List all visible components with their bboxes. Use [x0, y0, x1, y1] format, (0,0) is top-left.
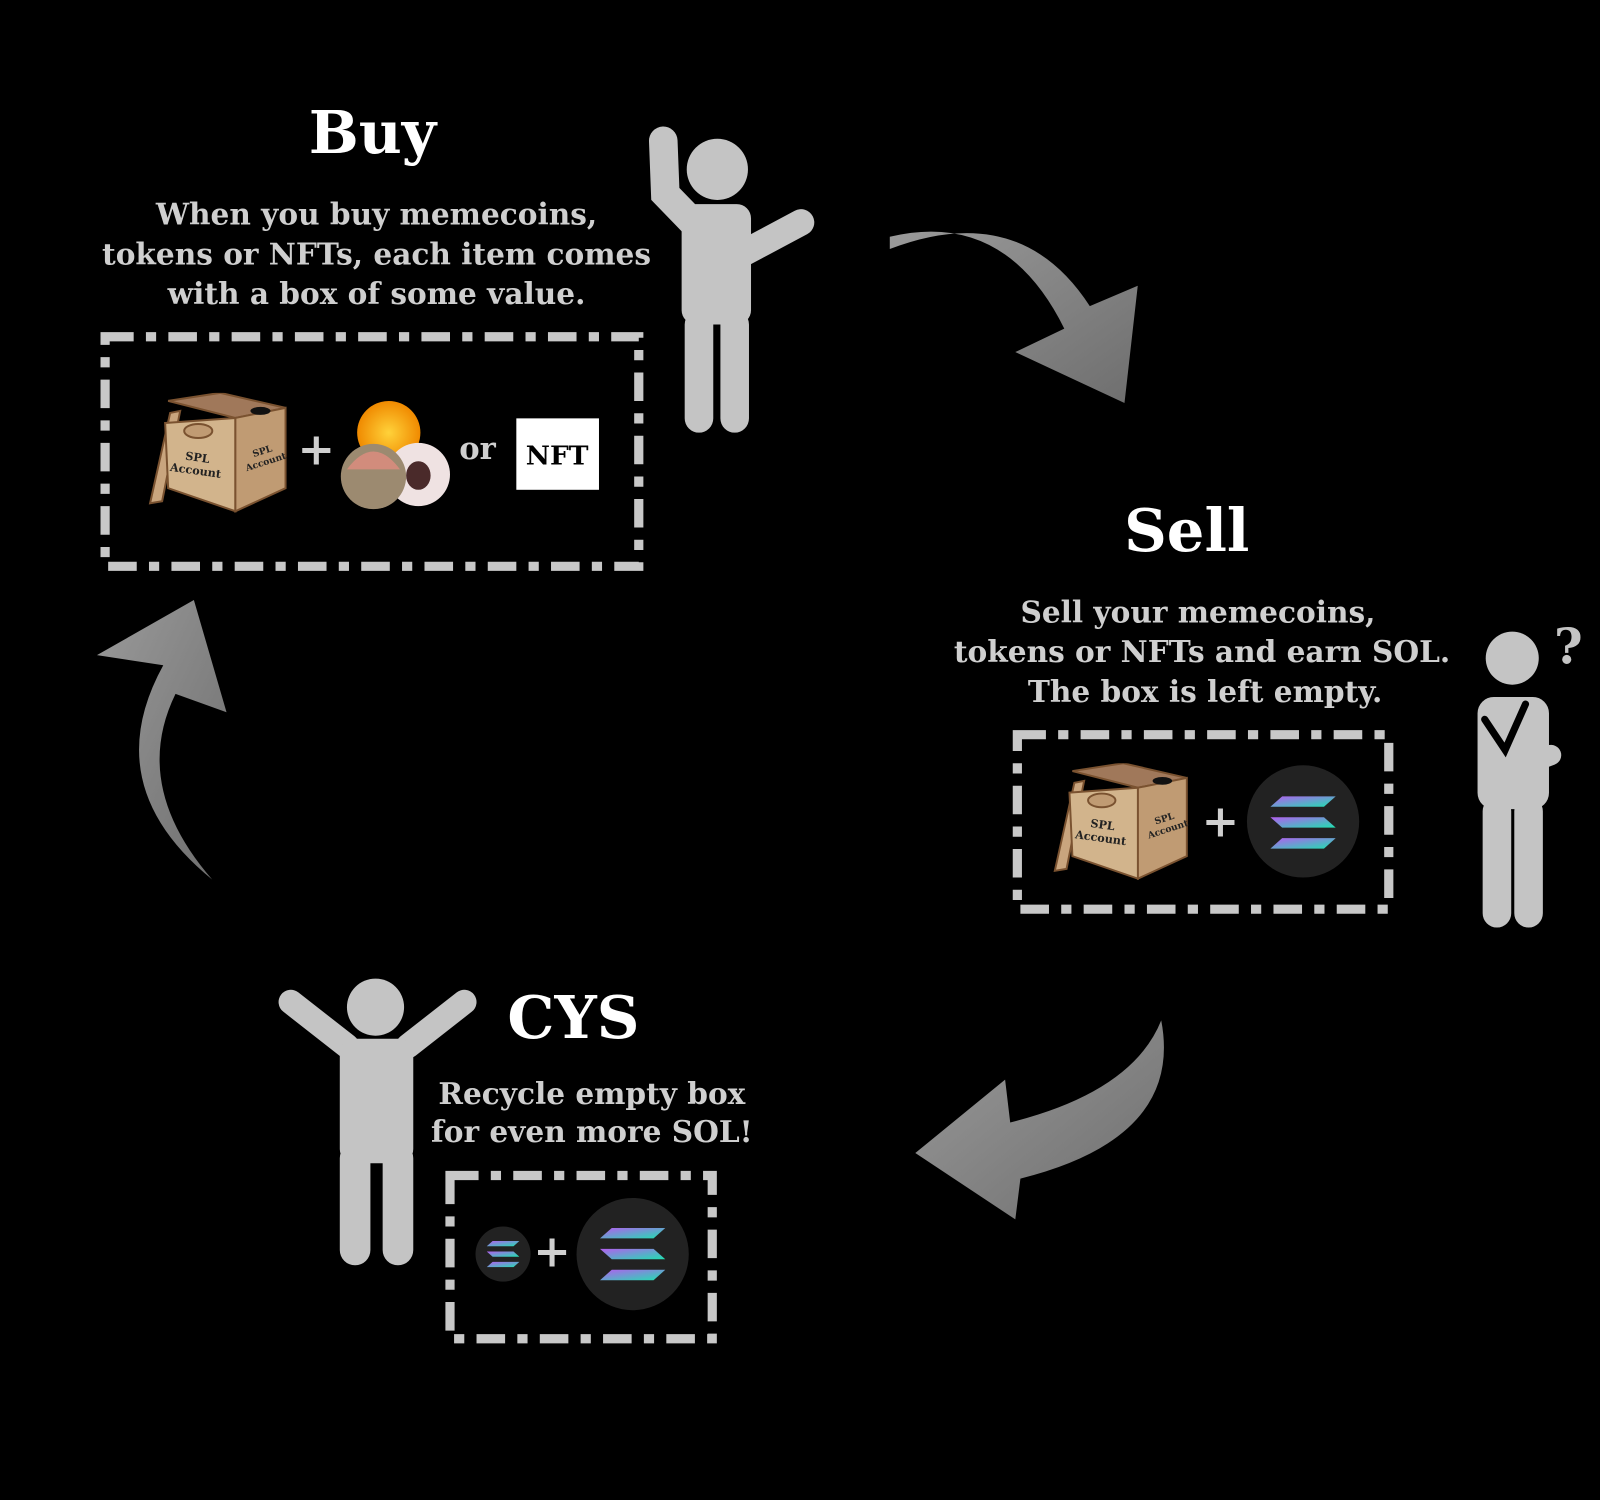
solana-logo-small-icon	[475, 1226, 531, 1282]
cycle-arrow-icon	[915, 1020, 1164, 1220]
buy-desc-line-3: with a box of some value.	[167, 276, 586, 311]
person-thinking-icon: ?	[1477, 617, 1583, 928]
buy-desc-line-2: tokens or NFTs, each item comes	[102, 236, 651, 271]
sell-desc-line-1: Sell your memecoins,	[1020, 594, 1375, 629]
buy-plus: +	[298, 422, 336, 475]
cys-dashed-frame	[445, 1170, 717, 1344]
nft-icon: NFT	[516, 418, 599, 490]
memecoin-icons	[340, 401, 450, 510]
solana-logo-icon	[1246, 765, 1360, 878]
sell-desc-line-2: tokens or NFTs and earn SOL.	[954, 634, 1450, 669]
empty-cardboard-box-icon: SPLAccount SPLAccount	[1053, 763, 1190, 880]
solana-logo-icon	[576, 1197, 689, 1311]
cycle-arrow-icon	[889, 231, 1138, 404]
sell-plus: +	[1202, 795, 1240, 848]
buy-desc-line-1: When you buy memecoins,	[155, 196, 597, 231]
cys-title: CYS	[507, 982, 639, 1052]
person-waving-icon	[648, 126, 815, 433]
cys-desc-line-1: Recycle empty box	[438, 1076, 745, 1111]
sell-dashed-frame	[1012, 730, 1394, 914]
cys-desc-line-2: for even more SOL!	[431, 1114, 753, 1149]
sell-desc-line-3: The box is left empty.	[1028, 674, 1382, 709]
sell-title: Sell	[1124, 495, 1249, 565]
cardboard-box-icon: SPLAccount SPLAccount	[149, 392, 288, 513]
buy-or: or	[459, 431, 496, 467]
cys-plus: +	[533, 1224, 571, 1277]
question-mark: ?	[1554, 617, 1583, 675]
cycle-arrow-icon	[96, 600, 227, 880]
buy-dashed-frame	[100, 332, 644, 571]
person-cheering-icon	[278, 978, 477, 1266]
buy-title: Buy	[309, 97, 438, 167]
svg-text:NFT: NFT	[526, 440, 589, 471]
